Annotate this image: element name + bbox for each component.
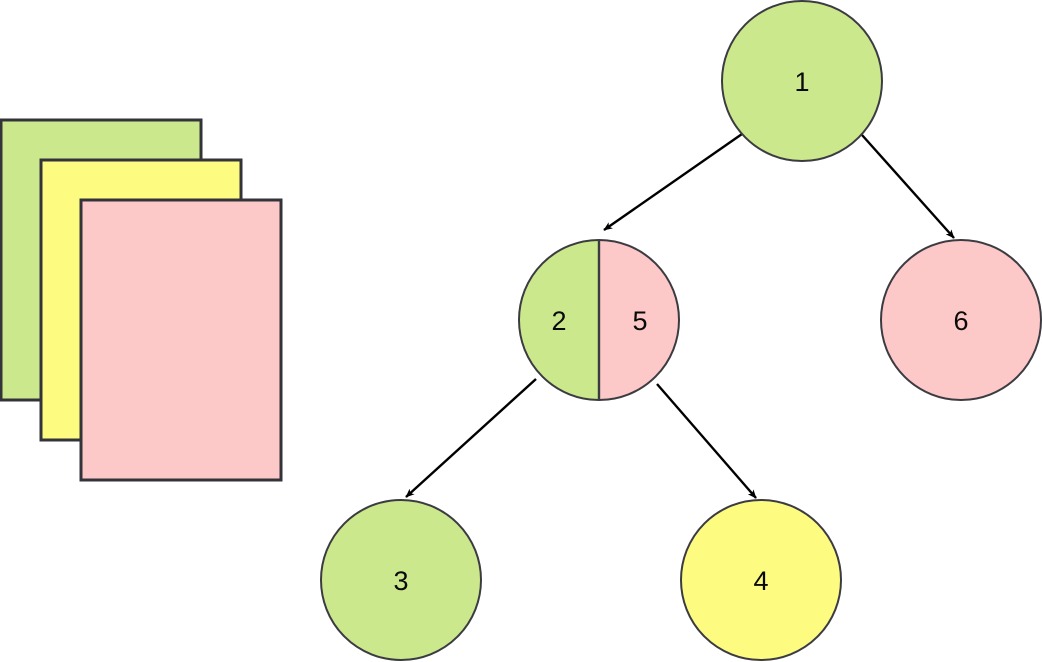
edge-node2-to-node3	[405, 378, 537, 498]
node-2-left-half[interactable]	[519, 240, 679, 400]
node-5-right-half[interactable]	[519, 240, 679, 400]
node-6-circle[interactable]	[880, 239, 1042, 401]
card-stack	[0, 118, 283, 482]
node-4-circle[interactable]	[680, 499, 842, 661]
tree-edges	[405, 133, 955, 499]
node-4[interactable]: 4	[680, 499, 842, 661]
edge-node5-to-node4	[656, 383, 757, 499]
node-1-circle[interactable]	[721, 0, 883, 162]
edge-node1-to-node6	[861, 134, 955, 239]
node-6[interactable]: 6	[880, 239, 1042, 401]
tree-nodes: 1 2 5 6 3	[320, 0, 1042, 661]
node-3-circle[interactable]	[320, 499, 482, 661]
card-pink[interactable]	[79, 198, 283, 482]
node-2-5[interactable]: 2 5	[518, 239, 680, 401]
node-3[interactable]: 3	[320, 499, 482, 661]
edge-node1-to-node2	[603, 133, 743, 231]
node-1[interactable]: 1	[721, 0, 883, 162]
